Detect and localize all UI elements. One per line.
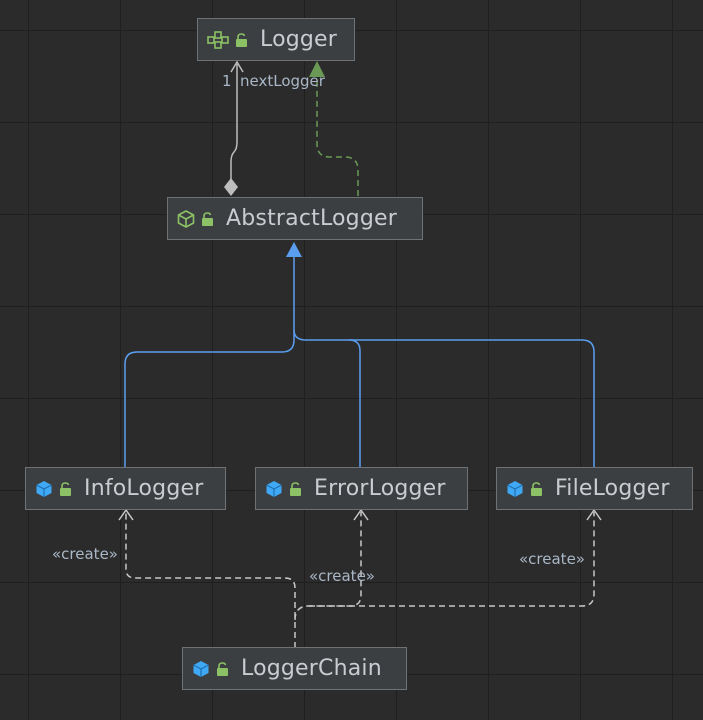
logger-node[interactable]: Logger (197, 18, 355, 61)
class-icon (192, 660, 210, 678)
composition-diamond (224, 178, 238, 196)
public-lock-icon (289, 481, 302, 496)
public-lock-icon (530, 481, 543, 496)
inheritance-arrowhead (286, 242, 302, 257)
file-logger-node-name: FileLogger (555, 476, 670, 501)
logger-chain-node-name: LoggerChain (241, 656, 382, 681)
class-icon (35, 480, 53, 498)
public-lock-icon (201, 211, 214, 226)
create-label-info: «create» (52, 545, 118, 563)
create-dependency-edges[interactable] (125, 512, 595, 648)
public-lock-icon (216, 661, 229, 676)
error-logger-node[interactable]: ErrorLogger (255, 467, 468, 510)
composition-edge-nextlogger[interactable] (224, 60, 244, 196)
interface-icon (207, 30, 229, 49)
logger-node-name: Logger (260, 27, 338, 52)
info-logger-node-name: InfoLogger (84, 476, 204, 501)
error-logger-node-name: ErrorLogger (314, 476, 446, 501)
abstract-class-icon (177, 209, 195, 228)
association-multiplicity-label: 1 (222, 72, 232, 90)
abstract-logger-node[interactable]: AbstractLogger (167, 197, 423, 240)
inheritance-edges[interactable] (124, 242, 595, 468)
abstract-logger-node-name: AbstractLogger (226, 206, 397, 231)
realization-arrowhead (309, 61, 325, 77)
file-logger-node[interactable]: FileLogger (496, 467, 693, 510)
class-icon (265, 480, 283, 498)
public-lock-icon (59, 481, 72, 496)
class-icon (506, 480, 524, 498)
public-lock-icon (235, 32, 248, 47)
logger-chain-node[interactable]: LoggerChain (182, 647, 407, 690)
create-arrowheads (118, 508, 602, 521)
create-label-file: «create» (519, 550, 585, 568)
create-label-error: «create» (309, 567, 375, 585)
realization-edge[interactable] (309, 61, 359, 196)
association-role-label: nextLogger (240, 72, 325, 90)
info-logger-node[interactable]: InfoLogger (25, 467, 226, 510)
